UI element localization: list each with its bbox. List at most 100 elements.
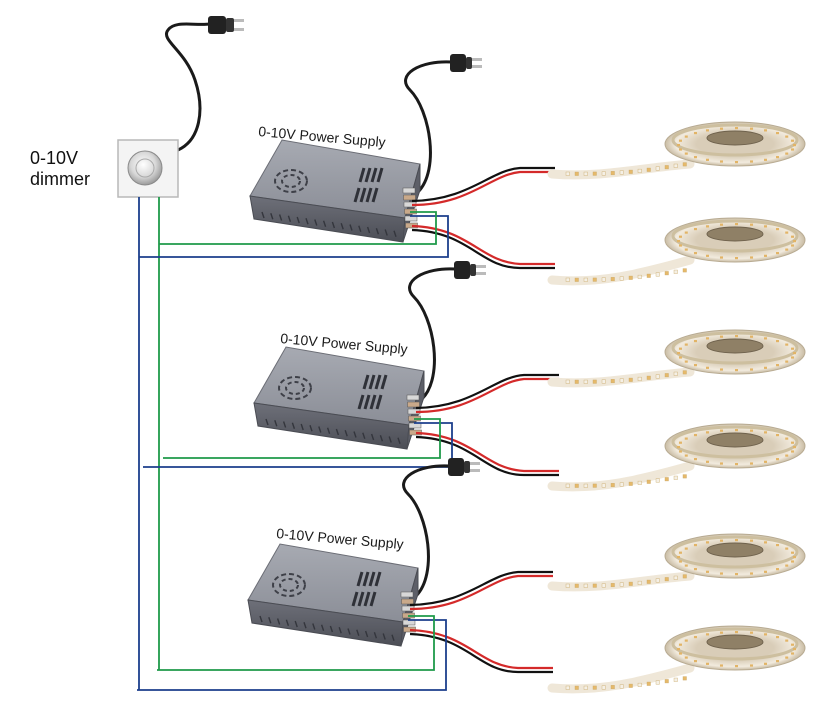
led-chip xyxy=(574,583,579,588)
led-chip xyxy=(764,129,767,132)
led-chip xyxy=(719,368,723,371)
led-chip xyxy=(735,631,738,634)
power-cord xyxy=(404,60,453,194)
vent-slots xyxy=(261,167,397,237)
led-chip xyxy=(601,583,606,588)
led-chip xyxy=(750,572,754,575)
led-chip xyxy=(646,167,651,172)
led-chip xyxy=(684,360,688,363)
reel-layer xyxy=(671,627,799,661)
led-chip xyxy=(793,240,796,243)
led-chip xyxy=(706,570,709,573)
led-chip xyxy=(735,665,738,668)
led-chip xyxy=(655,166,660,171)
led-chip xyxy=(693,635,697,639)
led-chip xyxy=(706,225,709,228)
reel-layer xyxy=(671,331,799,365)
led-chip xyxy=(664,271,669,276)
led-chip xyxy=(791,441,795,444)
led-chip xyxy=(750,664,754,667)
led-chip xyxy=(565,277,570,282)
led-chip xyxy=(706,431,709,434)
led-chip xyxy=(735,335,738,338)
led-strip-reel xyxy=(547,217,806,286)
led-chip xyxy=(619,170,624,175)
led-chip xyxy=(678,551,682,554)
led-chip xyxy=(764,431,767,434)
led-chip xyxy=(693,339,697,343)
led-chip xyxy=(750,539,754,542)
led-chip xyxy=(719,160,723,163)
led-chip xyxy=(791,347,795,350)
dimmer-power-cord xyxy=(165,22,211,152)
led-chip xyxy=(785,547,789,550)
led-chip xyxy=(719,429,723,432)
led-chip xyxy=(693,131,697,135)
reel-layer xyxy=(671,425,799,459)
led-chip xyxy=(682,370,687,375)
led-chip xyxy=(565,685,570,690)
led-chip xyxy=(764,158,767,161)
led-chip xyxy=(785,564,789,567)
led-chip xyxy=(735,161,738,164)
power-supply-body xyxy=(139,54,555,270)
led-chip xyxy=(693,660,697,663)
led-chip xyxy=(791,244,795,247)
led-strip-reel xyxy=(547,625,806,694)
led-chip xyxy=(693,252,697,255)
dim-wire-blue xyxy=(143,422,453,468)
led-chip xyxy=(628,169,633,174)
led-chip xyxy=(637,168,642,173)
led-chip xyxy=(673,163,678,168)
led-chip xyxy=(574,171,579,176)
led-chip xyxy=(750,160,754,163)
led-chip xyxy=(791,643,795,646)
led-chip xyxy=(628,481,633,486)
led-chip xyxy=(682,676,687,681)
led-chip xyxy=(693,568,697,571)
led-chip xyxy=(619,378,624,383)
led-chip xyxy=(693,156,697,159)
led-chip xyxy=(785,343,789,346)
led-chip xyxy=(646,579,651,584)
led-chip xyxy=(601,171,606,176)
led-chip xyxy=(655,680,660,685)
led-chip xyxy=(684,152,688,155)
negative-wire-top xyxy=(411,166,555,203)
led-chip xyxy=(791,148,795,151)
led-chip xyxy=(677,556,680,559)
led-chip xyxy=(678,235,682,238)
dimmer-plug-icon xyxy=(208,16,244,34)
reel-hole xyxy=(706,634,764,650)
led-chip xyxy=(793,446,796,449)
led-chip xyxy=(735,463,738,466)
led-chip xyxy=(565,379,570,384)
led-chip xyxy=(776,364,780,367)
led-chip xyxy=(664,477,669,482)
led-chip xyxy=(706,541,709,544)
power-supply-body xyxy=(143,261,559,477)
led-chip xyxy=(776,131,780,135)
led-chip xyxy=(791,235,795,238)
led-chip xyxy=(678,441,682,444)
led-chip xyxy=(655,272,660,277)
led-chip xyxy=(678,652,682,655)
led-chip xyxy=(673,371,678,376)
led-chip xyxy=(785,248,789,251)
led-chip xyxy=(619,276,624,281)
positive-wire-top xyxy=(415,377,559,414)
led-chip xyxy=(706,129,709,132)
led-chip xyxy=(719,256,723,259)
led-chip xyxy=(735,223,738,226)
led-chip xyxy=(785,437,789,440)
dim-wire-blue xyxy=(137,619,447,691)
led-chip xyxy=(706,158,709,161)
led-chip xyxy=(655,478,660,483)
power-supply-label: 0-10V Power Supply xyxy=(258,123,387,150)
led-chip xyxy=(706,254,709,257)
led-chip xyxy=(583,379,588,384)
led-chip xyxy=(693,227,697,231)
positive-wire-top xyxy=(411,170,555,207)
led-chip xyxy=(646,273,651,278)
